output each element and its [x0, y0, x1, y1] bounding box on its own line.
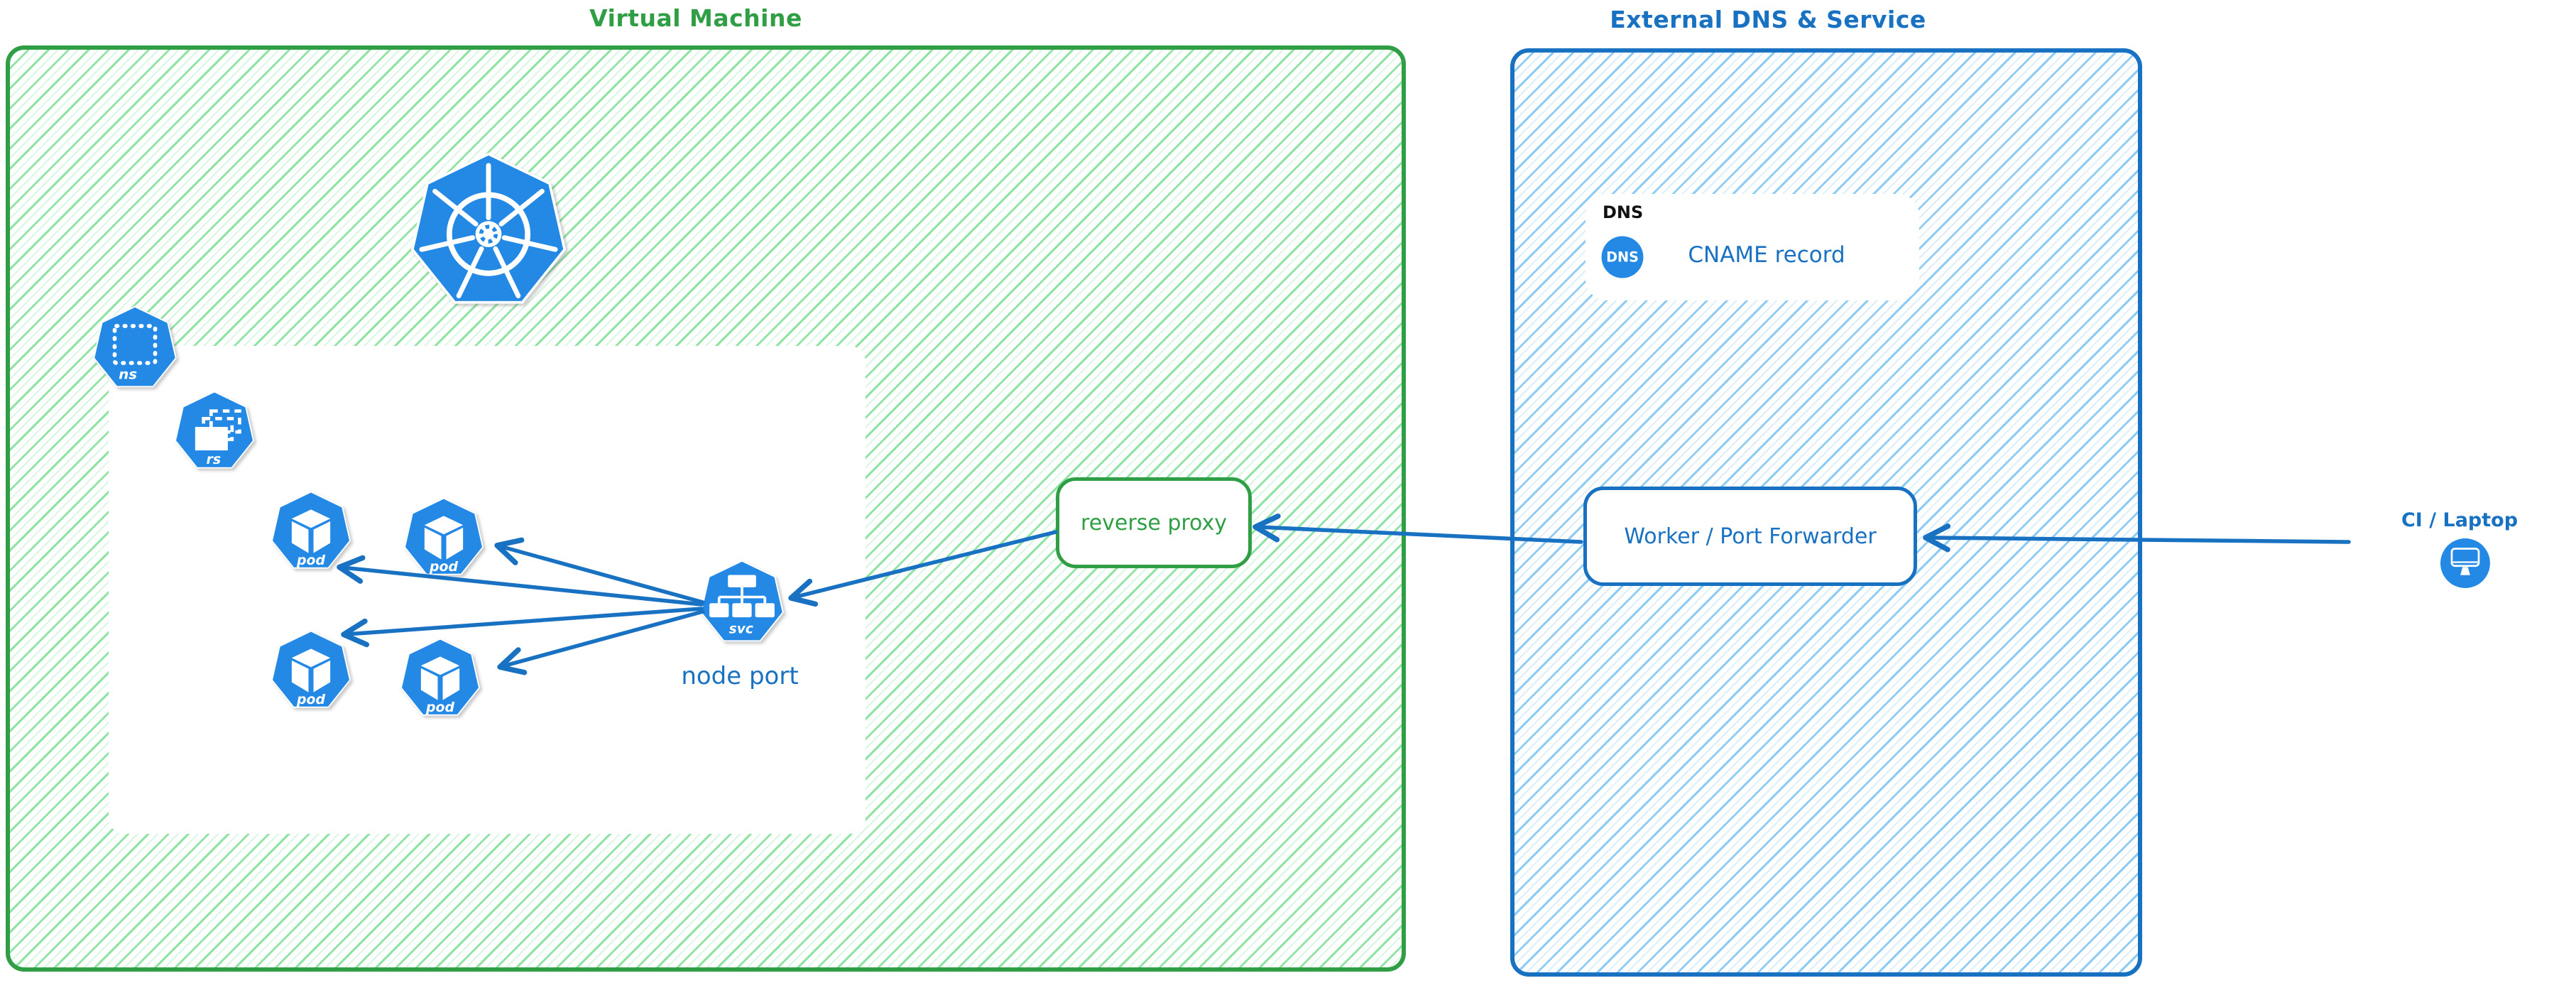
reverse-proxy-label: reverse proxy — [1081, 510, 1227, 536]
dns-record-box: DNS DNS CNAME record — [1586, 194, 1919, 300]
replicaset-icon: rs — [174, 391, 255, 469]
node-port-label: node port — [681, 662, 799, 690]
cname-record-label: CNAME record — [1688, 242, 1845, 268]
namespace-icon: ns — [93, 305, 177, 388]
reverse-proxy-box: reverse proxy — [1056, 477, 1252, 568]
namespace-icon-label: ns — [119, 366, 137, 382]
pod-3-icon: pod — [271, 630, 351, 708]
dns-icon-label: DNS — [1606, 249, 1639, 265]
pod-4-icon: pod — [400, 638, 481, 716]
replicaset-icon-label: rs — [207, 452, 222, 467]
pod-1-icon: pod — [271, 491, 351, 569]
pod-label: pod — [296, 553, 325, 568]
pod-2-icon: pod — [403, 497, 484, 575]
kubernetes-logo-icon — [410, 152, 567, 304]
laptop-monitor-icon — [2440, 538, 2490, 588]
dns-tag: DNS — [1603, 202, 1644, 222]
external-dns-service-title: External DNS & Service — [1610, 6, 1926, 33]
worker-port-forwarder-label: Worker / Port Forwarder — [1624, 523, 1877, 549]
ci-laptop-label: CI / Laptop — [2401, 509, 2518, 531]
worker-port-forwarder-box: Worker / Port Forwarder — [1583, 487, 1917, 586]
pod-label: pod — [296, 692, 325, 707]
ci-laptop-box: CI / Laptop — [2349, 442, 2570, 641]
service-icon: svc — [700, 560, 784, 642]
dns-icon: DNS — [1601, 236, 1644, 278]
service-icon-label: svc — [729, 621, 753, 636]
virtual-machine-title: Virtual Machine — [589, 4, 802, 32]
pod-label: pod — [429, 559, 458, 575]
pod-label: pod — [425, 700, 454, 715]
